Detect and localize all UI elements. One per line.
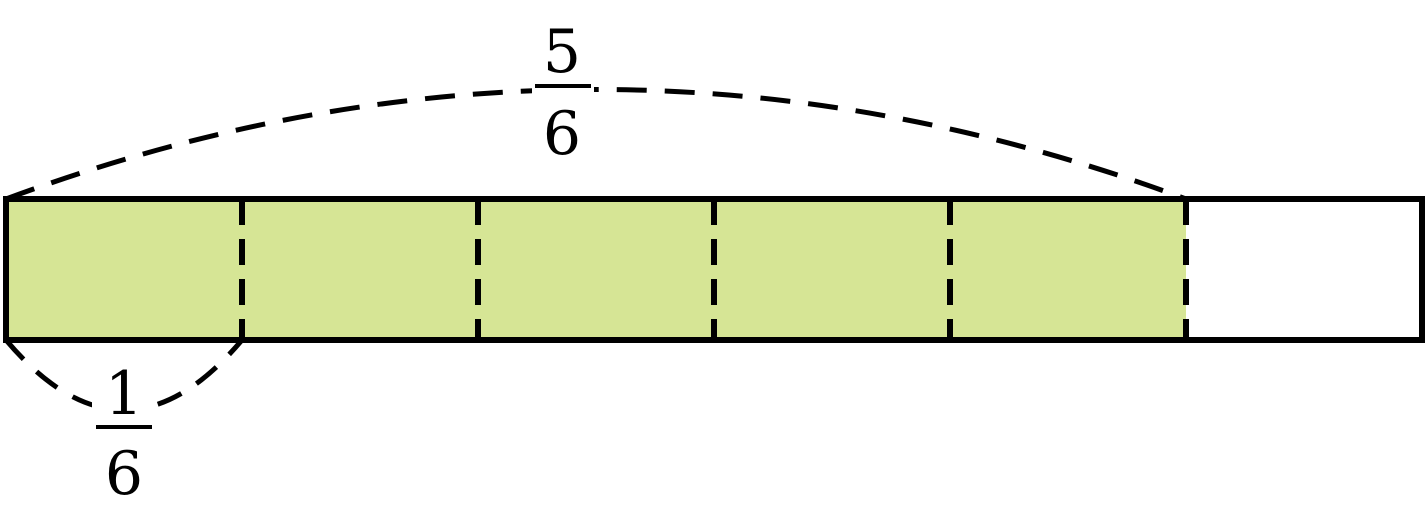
bottom-fraction-label: 1 6 xyxy=(92,350,156,510)
top-fraction-denominator: 6 xyxy=(543,99,581,169)
bottom-fraction-numerator: 1 xyxy=(105,359,143,429)
part-dividers xyxy=(239,199,1189,340)
top-brace-arc xyxy=(5,87,1187,202)
top-fraction-label: 5 6 xyxy=(532,0,594,169)
top-fraction-numerator: 5 xyxy=(543,17,581,87)
shaded-region xyxy=(6,199,1186,340)
bottom-fraction-denominator: 6 xyxy=(105,439,143,509)
